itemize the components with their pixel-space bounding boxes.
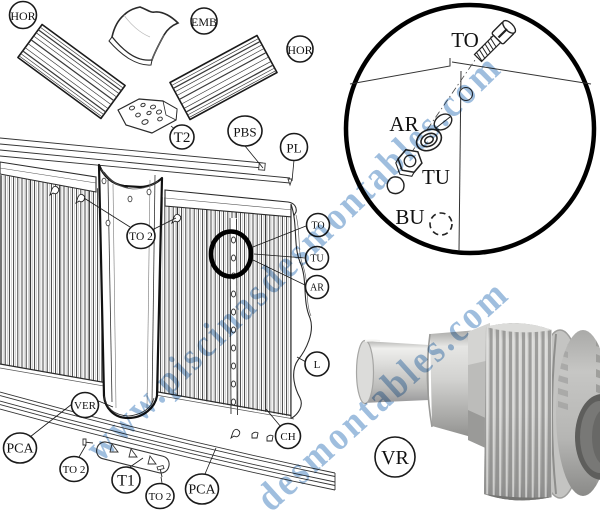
svg-text:VER: VER <box>74 400 97 412</box>
svg-text:PL: PL <box>286 141 301 156</box>
svg-text:T2: T2 <box>174 130 191 146</box>
svg-text:TO 2: TO 2 <box>129 231 153 243</box>
svg-text:TU: TU <box>422 165 450 189</box>
svg-text:PCA: PCA <box>188 483 216 498</box>
svg-text:BU: BU <box>395 205 424 229</box>
svg-text:PCA: PCA <box>6 442 34 457</box>
svg-text:AR: AR <box>310 283 324 294</box>
svg-text:VR: VR <box>381 447 409 469</box>
svg-text:TO: TO <box>451 28 479 52</box>
svg-text:TU: TU <box>310 254 324 265</box>
svg-text:PBS: PBS <box>233 125 256 140</box>
svg-text:TO 2: TO 2 <box>63 464 86 476</box>
svg-text:TO 2: TO 2 <box>149 491 172 503</box>
svg-text:HOR: HOR <box>287 43 312 57</box>
svg-text:HOR: HOR <box>10 9 35 23</box>
svg-text:AR: AR <box>389 112 418 136</box>
svg-text:EMB: EMB <box>191 15 217 29</box>
svg-text:T1: T1 <box>117 473 135 490</box>
svg-text:L: L <box>314 359 321 371</box>
svg-text:CH: CH <box>280 431 295 443</box>
svg-text:TO: TO <box>311 221 324 232</box>
